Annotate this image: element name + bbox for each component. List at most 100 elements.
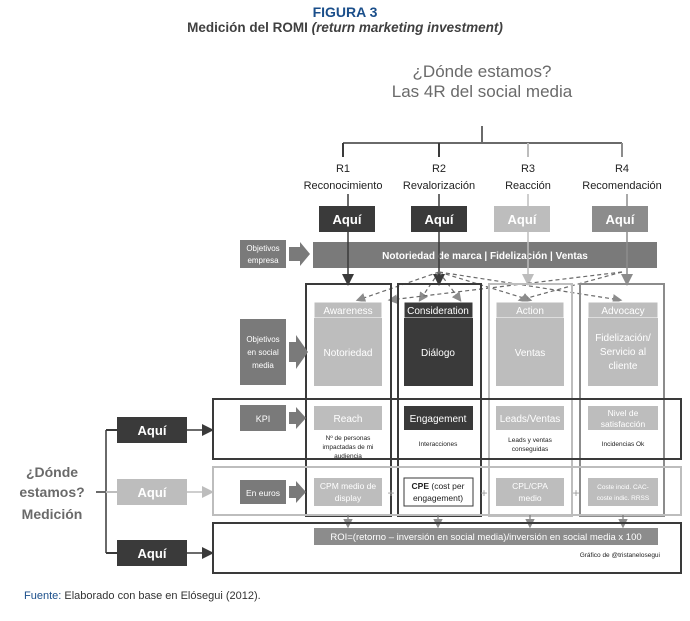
kpi-engagement [404, 406, 473, 430]
svg-text:Fidelización/: Fidelización/ [595, 333, 651, 344]
objective-notoriedad [314, 318, 382, 386]
aqui-box-r1 [319, 206, 375, 232]
svg-text:medio: medio [518, 493, 541, 503]
svg-text:cliente: cliente [609, 361, 638, 372]
svg-text:+: + [572, 486, 579, 500]
objective-ventas [496, 318, 564, 386]
side-question-line2: estamos? [19, 484, 84, 500]
arrow-objetivos-empresa [289, 242, 310, 266]
svg-text:CPL/CPA: CPL/CPA [512, 481, 548, 491]
aqui-label-r1: Aquí [333, 212, 362, 227]
svg-text:Notoriedad: Notoriedad [324, 348, 373, 359]
aqui-label-r2: Aquí [425, 212, 454, 227]
r2-code: R2 [432, 163, 446, 175]
kpi-reach [314, 406, 382, 430]
svg-text:display: display [335, 493, 362, 503]
svg-text:Engagement: Engagement [410, 414, 467, 425]
euro-cpm [314, 478, 382, 506]
kpi-nivel-satisfaccion [588, 406, 658, 430]
side-aqui-roi [117, 540, 187, 566]
r1-name: Reconocimiento [304, 180, 383, 192]
label-en-euros: En euros [246, 488, 280, 498]
aqui-box-r3 [494, 206, 550, 232]
r3-code: R3 [521, 163, 535, 175]
svg-text:CPE (cost per: CPE (cost per [412, 481, 465, 491]
source-note: Fuente: Elaborado con base en Elósegui (… [24, 590, 261, 602]
aqui-label-r3: Aquí [508, 212, 537, 227]
svg-text:Servicio al: Servicio al [600, 347, 646, 358]
arrow-en-euros [289, 481, 306, 503]
roi-formula: ROI=(retorno – inversión en social media… [330, 532, 641, 543]
side-aqui-kpi [117, 417, 187, 443]
svg-text:Aquí: Aquí [138, 546, 167, 561]
side-aqui-euros [117, 479, 187, 505]
svg-text:Coste incid. CAC-: Coste incid. CAC- [597, 484, 649, 491]
svg-text:Leads y ventas: Leads y ventas [508, 437, 552, 444]
source-label: Fuente: [24, 590, 62, 602]
svg-text:+: + [480, 486, 487, 500]
label-objetivos-social-box [240, 319, 286, 385]
aqui-label-r4: Aquí [606, 212, 635, 227]
svg-text:Incidencias Ok: Incidencias Ok [602, 441, 645, 448]
svg-text:engagement): engagement) [413, 493, 463, 503]
svg-text:Nº de personas: Nº de personas [326, 435, 371, 442]
label-objetivos-empresa-line1: Objetivos [246, 244, 279, 253]
top-connector [342, 126, 623, 157]
svg-text:media: media [252, 361, 274, 370]
side-question-line1: ¿Dónde [26, 464, 78, 480]
euro-cpe [403, 477, 474, 507]
svg-text:Interacciones: Interacciones [419, 441, 458, 448]
svg-text:Awareness: Awareness [323, 306, 372, 317]
credit: Gráfico de @tristanelosegui [580, 552, 660, 559]
svg-text:Diálogo: Diálogo [421, 348, 455, 359]
figure-title-italic: (return marketing investment) [311, 20, 503, 35]
source-text: Elaborado con base en Elósegui (2012). [64, 590, 261, 602]
top-question-line1: ¿Dónde estamos? [413, 62, 552, 81]
svg-text:coste indic. RRSS: coste indic. RRSS [597, 495, 650, 502]
svg-text:Action: Action [516, 306, 544, 317]
objective-dialogo [404, 318, 473, 386]
r2-name: Revalorización [403, 180, 475, 192]
roi-formula-bar [314, 528, 658, 545]
svg-text:Aquí: Aquí [138, 485, 167, 500]
business-goals-text: Notoriedad de marca | Fidelización | Ven… [382, 251, 588, 262]
label-objetivos-empresa-box [240, 240, 286, 268]
svg-text:Objetivos: Objetivos [246, 335, 279, 344]
euro-cpl-cpa [496, 478, 564, 506]
label-objetivos-empresa-line2: empresa [247, 256, 279, 265]
svg-text:satisfacción: satisfacción [601, 419, 646, 429]
arrow-kpi [289, 407, 306, 429]
svg-text:Ventas: Ventas [515, 348, 546, 359]
svg-text:Aquí: Aquí [138, 423, 167, 438]
kpi-leads-ventas [496, 406, 564, 430]
svg-text:Reach: Reach [334, 414, 363, 425]
r1-code: R1 [336, 163, 350, 175]
r4-code: R4 [615, 163, 629, 175]
r4-name: Recomendación [582, 180, 662, 192]
aqui-box-r4 [592, 206, 648, 232]
svg-text:Advocacy: Advocacy [601, 306, 644, 317]
top-question-line2: Las 4R del social media [392, 82, 573, 101]
svg-text:en social: en social [247, 348, 279, 357]
r3-name: Reacción [505, 180, 551, 192]
svg-text:CPM medio de: CPM medio de [320, 481, 376, 491]
objective-fidelizacion [588, 318, 658, 386]
svg-text:impactadas de mi: impactadas de mi [323, 444, 374, 451]
svg-text:Consideration: Consideration [407, 306, 469, 317]
label-kpi-box [240, 405, 286, 431]
figure-title-main: Medición del ROMI [187, 20, 308, 35]
side-connector [96, 429, 117, 554]
label-en-euros-box [240, 480, 286, 504]
arrow-objetivos-social [289, 335, 308, 369]
svg-text:audiencia: audiencia [334, 453, 362, 460]
side-question-line3: Medición [22, 506, 83, 522]
business-goals-bar [313, 242, 657, 268]
aqui-box-r2 [411, 206, 467, 232]
label-kpi: KPI [256, 414, 271, 424]
svg-text:Leads/Ventas: Leads/Ventas [500, 414, 561, 425]
svg-text:conseguidas: conseguidas [512, 446, 549, 453]
svg-text:+: + [387, 486, 394, 500]
figure-title: Medición del ROMI (return marketing inve… [0, 20, 690, 35]
svg-text:Nivel de: Nivel de [608, 408, 639, 418]
